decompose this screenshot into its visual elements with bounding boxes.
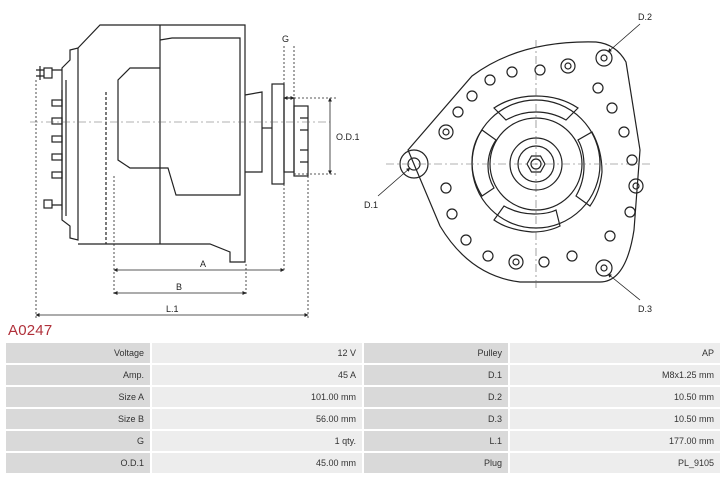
alternator-side-view [36, 24, 309, 263]
dim-label-b: B [176, 282, 182, 292]
spec-value: M8x1.25 mm [510, 365, 720, 387]
spec-value: AP [510, 343, 720, 365]
spec-value: 45 A [152, 365, 364, 387]
spec-label: L.1 [364, 431, 510, 453]
dim-label-d3: D.3 [638, 304, 652, 314]
dim-label-d2: D.2 [638, 12, 652, 22]
spec-table: Voltage 12 V Pulley AP Amp. 45 A D.1 M8x… [6, 343, 720, 475]
spec-value: 12 V [152, 343, 364, 365]
technical-drawing: G O.D.1 A B L.1 [30, 12, 652, 318]
spec-label: Amp. [6, 365, 152, 387]
dim-label-d1: D.1 [364, 200, 378, 210]
dim-label-a: A [200, 259, 206, 269]
spec-label: Plug [364, 453, 510, 475]
spec-value: 101.00 mm [152, 387, 364, 409]
dim-label-l1: L.1 [166, 304, 179, 314]
spec-label: O.D.1 [6, 453, 152, 475]
side-dimensions [35, 46, 336, 318]
spec-value: 1 qty. [152, 431, 364, 453]
table-row: Voltage 12 V Pulley AP [6, 343, 720, 365]
front-leaders [377, 23, 641, 301]
product-code: A0247 [8, 322, 53, 339]
spec-value: 10.50 mm [510, 409, 720, 431]
spec-label: D.3 [364, 409, 510, 431]
spec-label: G [6, 431, 152, 453]
dim-label-g: G [282, 34, 289, 44]
spec-label: Size B [6, 409, 152, 431]
spec-label: D.2 [364, 387, 510, 409]
spec-value: 177.00 mm [510, 431, 720, 453]
spec-value: 45.00 mm [152, 453, 364, 475]
spec-value: PL_9105 [510, 453, 720, 475]
table-row: Amp. 45 A D.1 M8x1.25 mm [6, 365, 720, 387]
spec-label: Pulley [364, 343, 510, 365]
spec-label: Voltage [6, 343, 152, 365]
spec-value: 10.50 mm [510, 387, 720, 409]
table-row: Size A 101.00 mm D.2 10.50 mm [6, 387, 720, 409]
dim-label-od1: O.D.1 [336, 132, 360, 142]
table-row: G 1 qty. L.1 177.00 mm [6, 431, 720, 453]
spec-value: 56.00 mm [152, 409, 364, 431]
spec-label: Size A [6, 387, 152, 409]
alternator-front-view [399, 41, 644, 283]
spec-label: D.1 [364, 365, 510, 387]
table-row: Size B 56.00 mm D.3 10.50 mm [6, 409, 720, 431]
table-row: O.D.1 45.00 mm Plug PL_9105 [6, 453, 720, 475]
